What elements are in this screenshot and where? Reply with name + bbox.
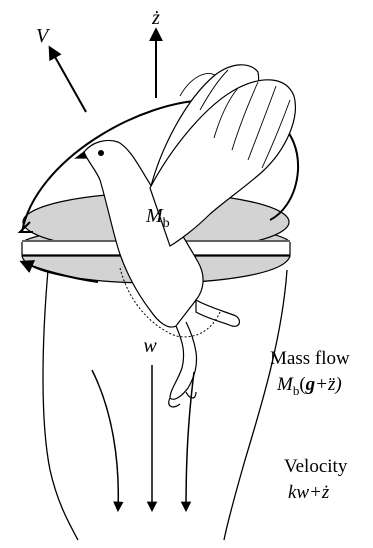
wake-arrow-left [92,370,118,510]
velocity-expression: kw+ż [288,482,330,503]
velocity-title: Velocity [284,456,348,477]
z-dot-label: ż [151,7,160,29]
wake-arrow-right [186,372,194,510]
v-arrow [50,48,86,112]
wake-boundary-left [43,270,78,540]
wake-boundary-right [224,270,287,540]
w-label: w [143,335,157,357]
mass-flow-expression: Mb(g+z̈) [276,374,342,398]
mass-flow-title: Mass flow [270,348,350,369]
v-label: V [36,25,51,47]
